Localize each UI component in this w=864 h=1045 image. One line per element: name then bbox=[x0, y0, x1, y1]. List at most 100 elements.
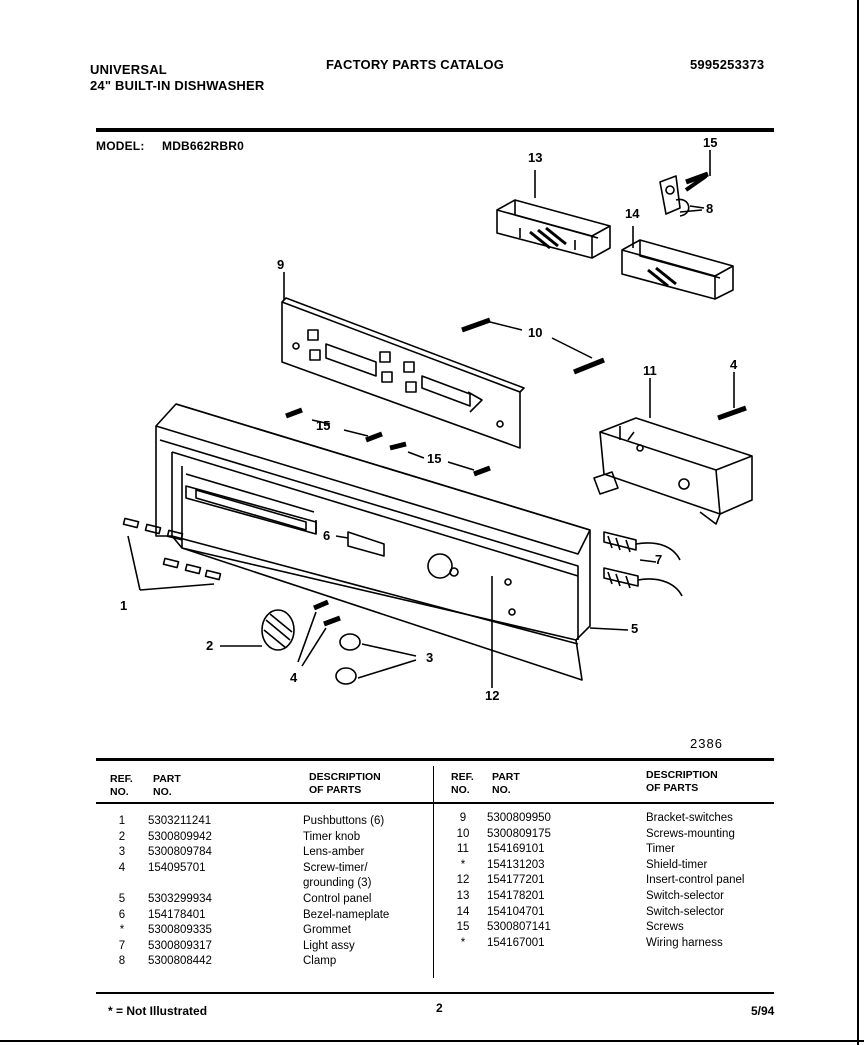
table-cell-ref: 6 bbox=[118, 908, 126, 921]
header-part-right: PART NO. bbox=[492, 771, 520, 796]
table-cell-part: 5300809317 bbox=[148, 939, 212, 952]
table-cell-ref: 13 bbox=[456, 889, 470, 902]
callout-1: 1 bbox=[120, 598, 128, 613]
table-cell-desc: Timer knob bbox=[303, 830, 361, 843]
table-cell-part: 5300809942 bbox=[148, 830, 212, 843]
header-part-left: PART NO. bbox=[153, 773, 181, 798]
table-cell-desc: Screws bbox=[646, 921, 684, 934]
right-part-column: 5300809950 5300809175 154169101 15413120… bbox=[487, 811, 551, 951]
callout-7: 7 bbox=[655, 552, 663, 567]
table-cell-ref: 12 bbox=[456, 874, 470, 887]
right-desc-column: Bracket-switches Screws-mounting Timer S… bbox=[646, 811, 744, 951]
table-cell-desc: Shield-timer bbox=[646, 858, 708, 871]
table-cell-ref: * bbox=[119, 924, 125, 937]
page-number: 2 bbox=[436, 1001, 443, 1015]
switch-selector-14 bbox=[621, 239, 734, 300]
callout-13: 13 bbox=[528, 150, 543, 165]
table-cell-part: 5300809335 bbox=[148, 924, 212, 937]
table-cell-ref: 11 bbox=[457, 843, 469, 856]
table-cell-desc: Grommet bbox=[303, 924, 351, 937]
callout-4-bottom: 4 bbox=[290, 670, 298, 685]
table-cell-desc: Timer bbox=[646, 843, 675, 856]
table-cell-ref: * bbox=[460, 936, 466, 949]
timer-11 bbox=[593, 417, 753, 525]
table-cell-part: 5303299934 bbox=[148, 892, 212, 905]
table-cell-ref: * bbox=[460, 858, 466, 871]
header-ref-left: REF. NO. bbox=[110, 773, 133, 798]
callout-14: 14 bbox=[625, 206, 640, 221]
table-cell-part: 154095701 bbox=[148, 861, 206, 874]
revision-date: 5/94 bbox=[751, 1004, 775, 1018]
table-cell-part: 154131203 bbox=[487, 858, 545, 871]
table-cell-ref bbox=[112, 876, 132, 892]
pushbuttons-1 bbox=[122, 517, 222, 591]
table-cell-part: 154178201 bbox=[487, 889, 545, 902]
left-part-column: 5303211241 5300809942 5300809784 1540957… bbox=[148, 814, 212, 970]
control-panel-5 bbox=[155, 403, 591, 681]
table-top-rule bbox=[96, 758, 774, 761]
page-border-right bbox=[857, 0, 859, 1045]
table-cell-desc: Lens-amber bbox=[303, 846, 365, 859]
table-cell-desc: Screw-timer/ bbox=[303, 861, 368, 874]
screw-10b bbox=[573, 357, 605, 375]
table-cell-ref: 3 bbox=[118, 846, 126, 859]
product-name: 24" BUILT-IN DISHWASHER bbox=[90, 78, 265, 93]
header-rule bbox=[96, 128, 774, 132]
table-cell-ref: 15 bbox=[456, 921, 470, 934]
table-cell-desc: Insert-control panel bbox=[646, 874, 745, 887]
table-cell-part: 5300808442 bbox=[148, 955, 212, 968]
left-desc-column: Pushbuttons (6) Timer knob Lens-amber Sc… bbox=[303, 814, 389, 970]
table-cell-ref: 10 bbox=[456, 827, 470, 840]
callout-2: 2 bbox=[206, 638, 214, 653]
table-cell-ref: 1 bbox=[118, 815, 126, 827]
table-cell-part bbox=[148, 876, 212, 892]
table-cell-part: 154177201 bbox=[487, 874, 545, 887]
table-cell-part: 5300809950 bbox=[487, 812, 551, 824]
callout-15-low: 15 bbox=[427, 451, 442, 466]
callout-5: 5 bbox=[631, 621, 639, 636]
knob-opening bbox=[427, 553, 453, 579]
figure-number: 2386 bbox=[690, 736, 723, 751]
table-cell-part: 154167001 bbox=[487, 936, 545, 949]
light-assy-7 bbox=[603, 531, 683, 597]
table-cell-part: 5300809175 bbox=[487, 827, 551, 840]
callout-9: 9 bbox=[277, 257, 285, 272]
table-cell-ref: 4 bbox=[118, 861, 126, 874]
brand-name: UNIVERSAL bbox=[90, 62, 167, 77]
table-cell-ref: 9 bbox=[459, 812, 467, 824]
table-cell-desc: Control panel bbox=[303, 892, 372, 905]
table-cell-part: 154169101 bbox=[487, 843, 545, 856]
table-cell-part: 154178401 bbox=[148, 908, 206, 921]
right-ref-column: 9 10 11 * 12 13 14 15 * bbox=[452, 811, 474, 951]
callout-15-mid: 15 bbox=[316, 418, 331, 433]
timer-knob-2 bbox=[220, 609, 295, 651]
header-desc-left: DESCRIPTION OF PARTS bbox=[309, 771, 381, 796]
table-cell-desc: Switch-selector bbox=[646, 905, 724, 918]
screw-10a bbox=[461, 317, 491, 333]
callout-15-top: 15 bbox=[703, 135, 718, 150]
callout-10: 10 bbox=[528, 325, 543, 340]
bezel-nameplate-6 bbox=[347, 531, 385, 557]
table-cell-desc: Bracket-switches bbox=[646, 812, 733, 824]
callout-8: 8 bbox=[706, 201, 714, 216]
callout-3: 3 bbox=[426, 650, 434, 665]
table-cell-ref: 14 bbox=[456, 905, 470, 918]
table-cell-ref: 7 bbox=[118, 939, 126, 952]
callout-6: 6 bbox=[323, 528, 331, 543]
page-border-bottom bbox=[0, 1040, 864, 1042]
model-label: MODEL: bbox=[96, 139, 145, 153]
table-cell-desc: Screws-mounting bbox=[646, 827, 735, 840]
bracket-switches-9 bbox=[281, 297, 525, 449]
table-cell-desc: Wiring harness bbox=[646, 936, 723, 949]
catalog-number: 5995253373 bbox=[690, 57, 765, 72]
table-cell-desc: Switch-selector bbox=[646, 889, 724, 902]
catalog-title: FACTORY PARTS CATALOG bbox=[326, 57, 505, 72]
footnote: * = Not Illustrated bbox=[108, 1004, 208, 1018]
table-cell-desc: Bezel-nameplate bbox=[303, 908, 390, 921]
table-bottom-rule bbox=[96, 992, 774, 994]
table-cell-desc: Light assy bbox=[303, 939, 355, 952]
model-value: MDB662RBR0 bbox=[162, 139, 245, 153]
table-cell-part: 5300807141 bbox=[487, 921, 551, 934]
table-cell-part: 154104701 bbox=[487, 905, 545, 918]
